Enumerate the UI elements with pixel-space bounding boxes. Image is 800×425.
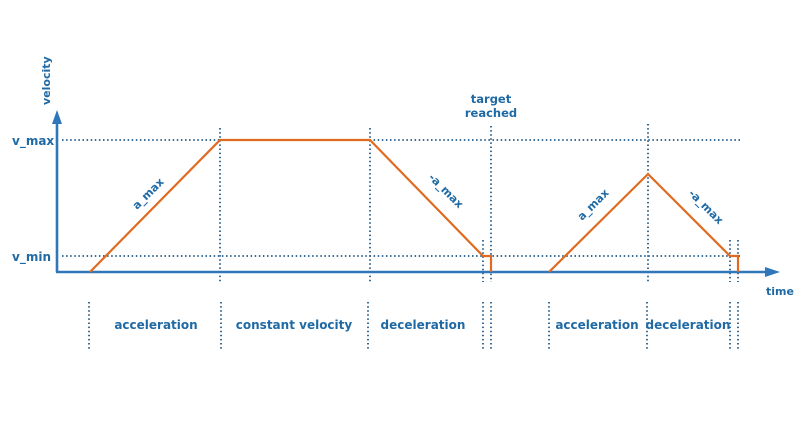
velocity-profile-2 — [548, 172, 740, 273]
phase-label: deceleration — [646, 318, 731, 332]
phase-label: acceleration — [114, 318, 197, 332]
slope-label-accel-2: a_max — [575, 186, 612, 223]
phase-label: acceleration — [555, 318, 638, 332]
v-max-label: v_max — [12, 134, 54, 149]
phase-label: deceleration — [381, 318, 466, 332]
target-label-line2: reached — [465, 106, 517, 120]
y-axis-arrow-icon — [52, 110, 62, 124]
y-axis-label: velocity — [40, 56, 53, 105]
slope-label-decel-2: -a_max — [686, 187, 726, 227]
x-axis-arrow-icon — [765, 267, 780, 277]
slope-label-accel-1: a_max — [130, 175, 167, 212]
target-label-line1: target — [471, 92, 512, 106]
x-axis-label: time — [766, 285, 794, 298]
velocity-profile-1 — [89, 138, 493, 273]
v-min-label: v_min — [12, 250, 51, 265]
phase-label: constant velocity — [236, 318, 353, 332]
